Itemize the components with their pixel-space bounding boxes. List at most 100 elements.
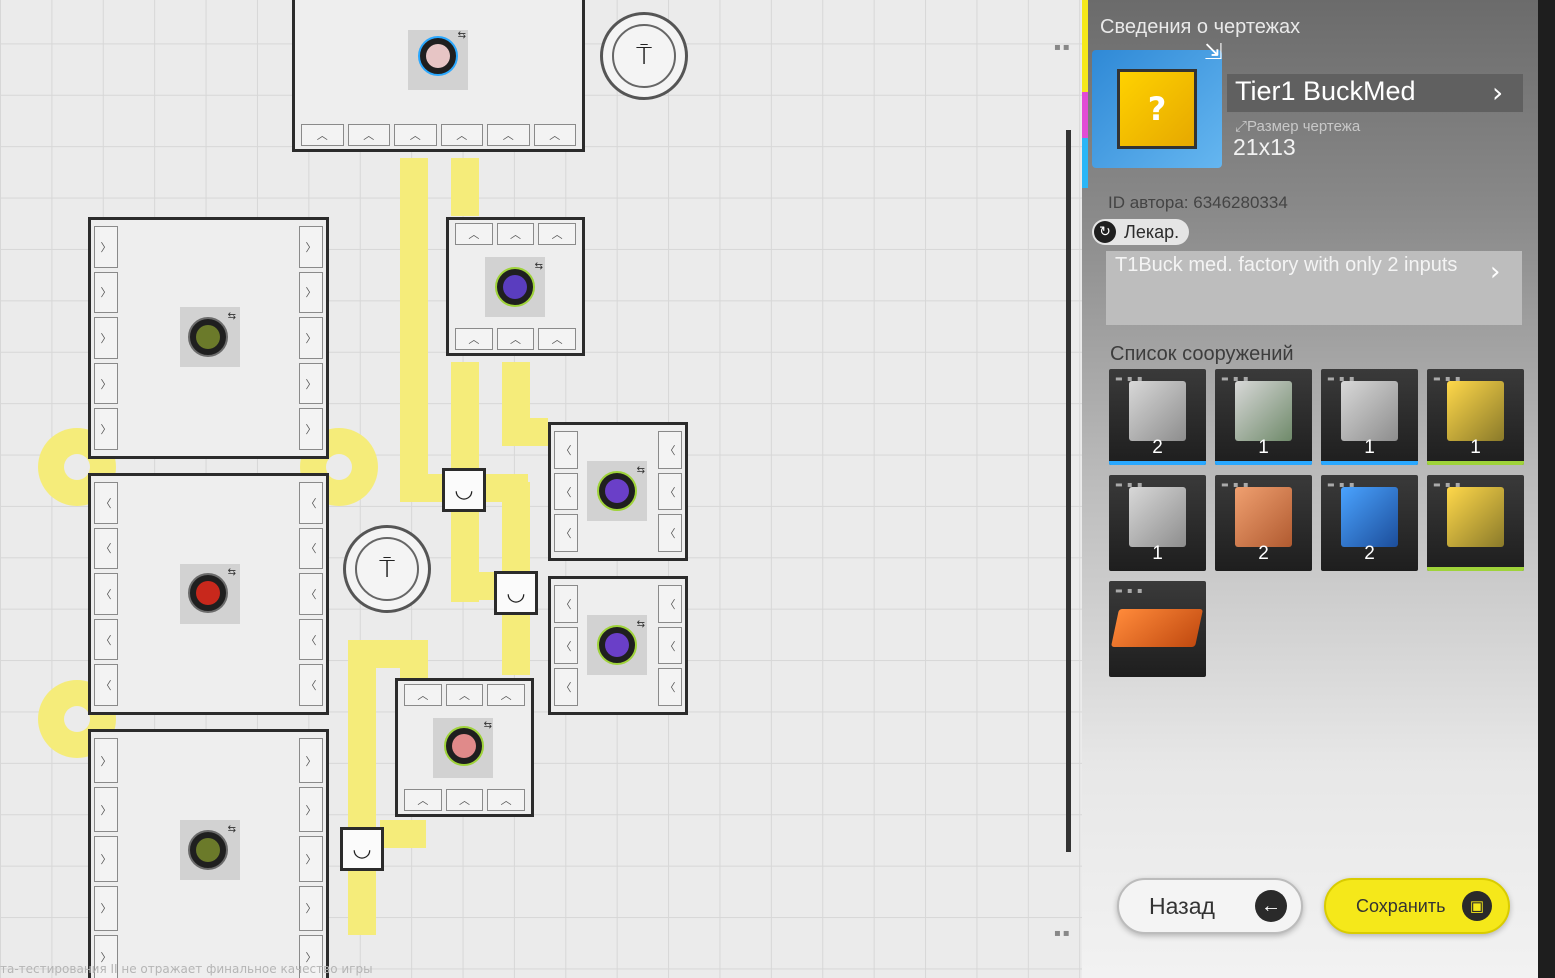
port-slot[interactable]: 〉	[299, 226, 323, 268]
port-slot[interactable]: 〈	[554, 668, 578, 707]
port-slot[interactable]: 〉	[299, 738, 323, 784]
conveyor-belt	[502, 615, 530, 675]
left-machine-3[interactable]: 〉 〉 〉 〉 〉 〉 〉 〉 〉 〉	[88, 729, 329, 978]
port-slot[interactable]: 〉	[94, 885, 118, 931]
port-slot[interactable]: 〈	[94, 618, 118, 661]
port-slot[interactable]: 〉	[94, 738, 118, 784]
port-slot[interactable]: 〉	[94, 787, 118, 833]
port-slot[interactable]: 〉	[94, 226, 118, 268]
port-slot[interactable]: ︿	[487, 684, 526, 706]
port-slot[interactable]: 〉	[94, 408, 118, 450]
port-slot[interactable]: ︿	[455, 328, 493, 350]
port-slot[interactable]: 〉	[94, 934, 118, 978]
port-slot[interactable]: ︿	[445, 789, 484, 811]
port-slot[interactable]: 〈	[658, 626, 682, 665]
structure-tile[interactable]: ▬ ▪ ▪ 2	[1215, 475, 1312, 571]
blueprint-name-bar[interactable]	[1227, 74, 1523, 112]
belt-bridge[interactable]: ◡	[442, 468, 486, 512]
port-slot[interactable]: 〈	[658, 472, 682, 511]
item-icon[interactable]: ⇆	[495, 261, 543, 307]
port-slot[interactable]: 〉	[299, 836, 323, 882]
port-slot[interactable]: 〉	[299, 787, 323, 833]
port-slot[interactable]: 〉	[299, 271, 323, 314]
port-slot[interactable]: ︿	[445, 684, 484, 706]
port-slot[interactable]: 〉	[299, 934, 323, 978]
belt-bridge[interactable]: ◡	[494, 571, 538, 615]
port-slot[interactable]: 〉	[299, 408, 323, 450]
port-slot[interactable]: 〈	[658, 585, 682, 623]
port-slot[interactable]: 〈	[658, 668, 682, 707]
chevron-right-icon[interactable]: ›	[1490, 257, 1501, 287]
blueprint-description[interactable]: T1Buck med. factory with only 2 inputs	[1106, 251, 1522, 325]
port-slot[interactable]: ︿	[394, 124, 437, 146]
port-slot[interactable]: ︿	[347, 124, 390, 146]
port-slot[interactable]: 〈	[554, 514, 578, 553]
port-slot[interactable]: ︿	[455, 223, 493, 245]
structure-tile[interactable]: ▬ ▪ ▪	[1109, 581, 1206, 677]
port-slot[interactable]: 〈	[658, 514, 682, 553]
port-slot[interactable]: 〈	[554, 585, 578, 623]
port-slot[interactable]: ︿	[487, 789, 526, 811]
item-icon[interactable]: ⇆	[188, 311, 236, 357]
port-slot[interactable]: 〈	[554, 472, 578, 511]
port-slot[interactable]: 〉	[94, 317, 118, 359]
share-icon[interactable]: ⇲	[1204, 40, 1223, 65]
port-slot[interactable]: 〉	[299, 317, 323, 359]
port-slot[interactable]: ︿	[496, 328, 535, 350]
power-pylon[interactable]: ⍑	[343, 525, 431, 613]
port-slot[interactable]: ︿	[487, 124, 530, 146]
assembler-machine-icon	[1129, 381, 1186, 441]
conveyor-belt	[400, 640, 428, 680]
chevron-right-icon[interactable]: ›	[1492, 76, 1504, 109]
port-slot[interactable]: ︿	[533, 124, 576, 146]
right-machine-2[interactable]: 〈 〈 〈 〈 〈 〈	[548, 576, 688, 715]
blueprint-canvas[interactable]: ◡ ◡ ◡ ⍑ ⍑ ︿ ︿ ︿ ︿ ︿ ︿ ⇆ ︿ ︿ ︿ ︿ ︿ ︿ ⇆	[0, 0, 1082, 978]
port-slot[interactable]: 〉	[94, 271, 118, 314]
port-slot[interactable]: 〈	[554, 431, 578, 469]
blueprint-name: Tier1 BuckMed	[1235, 76, 1416, 106]
port-slot[interactable]: ︿	[538, 328, 577, 350]
port-slot[interactable]: 〈	[299, 618, 323, 661]
port-slot[interactable]: ︿	[301, 124, 344, 146]
port-slot[interactable]: ︿	[404, 789, 442, 811]
structure-tile[interactable]: ▬ ▪ ▪ 1	[1321, 369, 1418, 465]
item-icon[interactable]: ⇆	[597, 619, 645, 665]
port-slot[interactable]: 〈	[299, 482, 323, 524]
port-slot[interactable]: 〉	[299, 362, 323, 405]
port-slot[interactable]: 〈	[554, 626, 578, 665]
port-slot[interactable]: 〉	[94, 362, 118, 405]
structures-heading: Список сооружений	[1110, 343, 1294, 365]
port-slot[interactable]: 〉	[94, 836, 118, 882]
port-slot[interactable]: 〈	[94, 664, 118, 706]
structure-tile[interactable]: ▬ ▪ ▪ 1	[1109, 475, 1206, 571]
port-slot[interactable]: 〈	[94, 527, 118, 570]
port-slot[interactable]: 〈	[94, 573, 118, 615]
structure-tile[interactable]: ▬ ▪ ▪ 2	[1321, 475, 1418, 571]
power-pylon[interactable]: ⍑	[600, 12, 688, 100]
port-slot[interactable]: 〉	[299, 885, 323, 931]
port-slot[interactable]: 〈	[299, 527, 323, 570]
belt-bridge[interactable]: ◡	[340, 827, 384, 871]
structure-tile[interactable]: ▬ ▪ ▪ 1	[1215, 369, 1312, 465]
item-icon[interactable]: ⇆	[188, 567, 236, 613]
port-slot[interactable]: ︿	[404, 684, 442, 706]
port-slot[interactable]: ︿	[440, 124, 483, 146]
port-slot[interactable]: 〈	[299, 573, 323, 615]
item-icon[interactable]: ⇆	[418, 30, 466, 76]
port-slot[interactable]: 〈	[94, 482, 118, 524]
item-icon[interactable]: ⇆	[597, 465, 645, 511]
corner-marker: ▪▪	[1054, 42, 1072, 53]
resize-icon: ⤢	[1235, 118, 1248, 135]
canvas-scrollbar[interactable]	[1066, 130, 1071, 852]
port-slot[interactable]: ︿	[496, 223, 535, 245]
port-slot[interactable]: 〈	[299, 664, 323, 706]
structure-tile[interactable]: ▬ ▪ ▪ 2	[1109, 369, 1206, 465]
structure-tile[interactable]: ▬ ▪ ▪	[1427, 475, 1524, 571]
port-slot[interactable]: ︿	[538, 223, 577, 245]
item-icon[interactable]: ⇆	[188, 824, 236, 870]
back-button[interactable]: Назад ←	[1117, 878, 1303, 934]
save-button[interactable]: Сохранить ▣	[1324, 878, 1510, 934]
port-slot[interactable]: 〈	[658, 431, 682, 469]
structure-tile[interactable]: ▬ ▪ ▪ 1	[1427, 369, 1524, 465]
item-icon[interactable]: ⇆	[444, 720, 492, 766]
